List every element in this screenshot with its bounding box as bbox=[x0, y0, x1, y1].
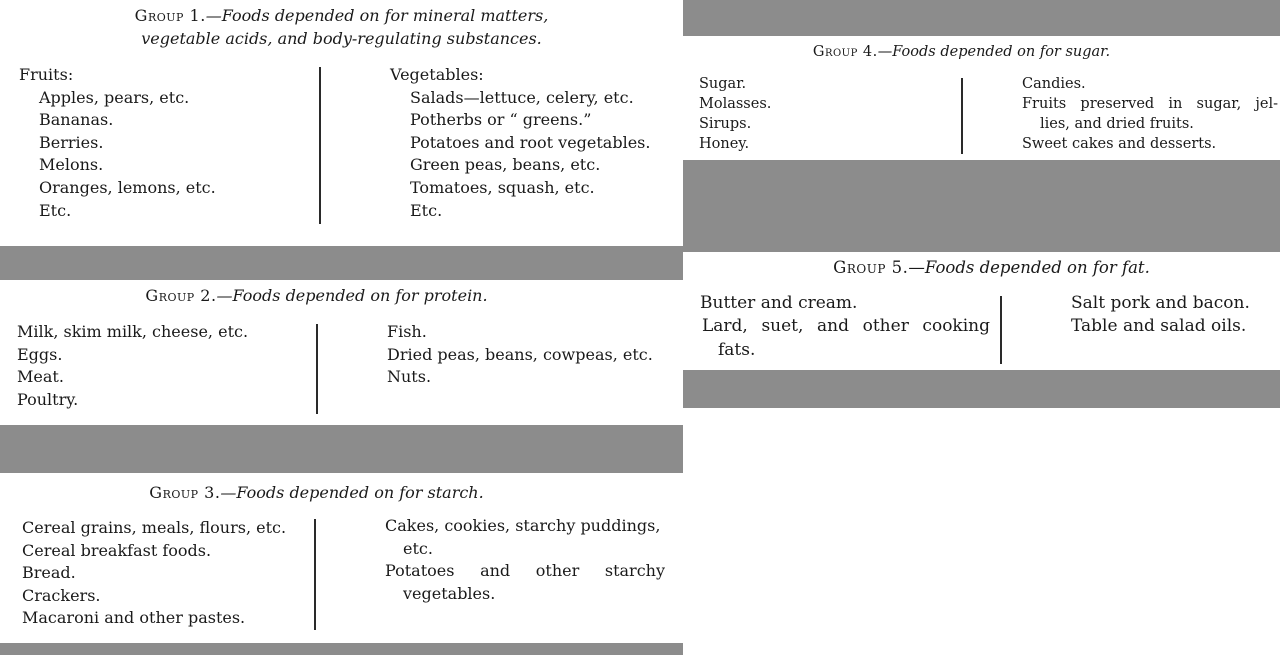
group-2-column-divider bbox=[316, 324, 318, 414]
list-item: Cereal breakfast foods. bbox=[22, 540, 212, 560]
list-item: Honey. bbox=[699, 136, 750, 152]
group-3-label: Group 3. bbox=[149, 483, 221, 502]
list-item: Tomatoes, squash, etc. bbox=[410, 177, 595, 197]
scan-background-left-1 bbox=[0, 246, 683, 280]
list-item: Candies. bbox=[1022, 76, 1086, 92]
scan-background-left-2 bbox=[0, 425, 683, 473]
group-1-right-column: Vegetables: Salads—lettuce, celery, etc.… bbox=[390, 64, 650, 222]
list-item: Potatoes and root vegetables. bbox=[410, 132, 651, 152]
list-item: lies, and dried fruits. bbox=[1040, 116, 1194, 132]
group-2-card: Group 2.—Foods depended on for protein. … bbox=[0, 280, 683, 425]
group-2-title: Group 2.—Foods depended on for protein. bbox=[0, 284, 683, 308]
list-item: Oranges, lemons, etc. bbox=[39, 177, 216, 197]
group-4-label: Group 4. bbox=[812, 44, 878, 60]
group-4-left-column: Sugar. Molasses. Sirups. Honey. bbox=[699, 74, 771, 154]
list-item: Table and salad oils. bbox=[1071, 316, 1247, 337]
list-item: Sirups. bbox=[699, 116, 752, 132]
group-5-title-text: —Foods depended on for fat. bbox=[908, 258, 1150, 277]
group-5-title: Group 5.—Foods depended on for fat. bbox=[683, 256, 1280, 280]
group-5-label: Group 5. bbox=[833, 258, 909, 277]
list-item: Berries. bbox=[39, 132, 104, 152]
list-item: Crackers. bbox=[22, 585, 101, 605]
list-item: Salads—lettuce, celery, etc. bbox=[410, 87, 634, 107]
list-item: Apples, pears, etc. bbox=[39, 87, 190, 107]
list-item: Macaroni and other pastes. bbox=[22, 608, 246, 628]
list-item: Cakes, cookies, starchy puddings, bbox=[385, 516, 661, 535]
group-5-left-column: Butter and cream. Lard, suet, and other … bbox=[700, 292, 990, 362]
list-item: Sweet cakes and desserts. bbox=[1022, 136, 1217, 152]
group-1-card: Group 1.—Foods depended on for mineral m… bbox=[0, 0, 683, 246]
group-3-right-column: Cakes, cookies, starchy puddings, etc. P… bbox=[385, 515, 665, 605]
group-4-card: Group 4.—Foods depended on for sugar. Su… bbox=[683, 36, 1280, 160]
group-1-title-line1: —Foods depended on for mineral matters, bbox=[205, 6, 549, 25]
group-2-left-column: Milk, skim milk, cheese, etc. Eggs. Meat… bbox=[17, 321, 248, 411]
scan-background-right-low bbox=[683, 370, 1280, 408]
scan-background-left-3 bbox=[0, 643, 683, 655]
group-4-right-column: Candies. Fruits preserved in sugar, jel-… bbox=[1022, 74, 1278, 154]
group-3-card: Group 3.—Foods depended on for starch. C… bbox=[0, 473, 683, 643]
group-1-label: Group 1. bbox=[134, 6, 206, 25]
list-item: Molasses. bbox=[699, 96, 772, 112]
scan-background-right-top bbox=[683, 0, 1280, 36]
list-item: Meat. bbox=[17, 367, 64, 387]
list-item: Potatoes and other starchy bbox=[385, 561, 665, 581]
list-item: fats. bbox=[718, 339, 756, 360]
list-item: Sugar. bbox=[699, 76, 747, 92]
group-1-left-heading: Fruits: bbox=[19, 65, 74, 84]
list-item: etc. bbox=[403, 538, 433, 558]
list-item: Eggs. bbox=[17, 344, 63, 364]
scan-background-right-mid bbox=[683, 160, 1280, 252]
list-item: Etc. bbox=[410, 200, 443, 220]
list-item: Fruits preserved in sugar, jel- bbox=[1022, 96, 1278, 112]
group-1-title: Group 1.—Foods depended on for mineral m… bbox=[0, 4, 683, 28]
list-item: Bread. bbox=[22, 563, 76, 583]
list-item: Dried peas, beans, cowpeas, etc. bbox=[387, 344, 653, 364]
list-item: Lard, suet, and other cooking bbox=[702, 316, 990, 337]
group-3-title-text: —Foods depended on for starch. bbox=[220, 483, 484, 502]
group-5-right-column: Salt pork and bacon. Table and salad oil… bbox=[1071, 292, 1250, 339]
group-5-column-divider bbox=[1000, 296, 1002, 364]
list-item: Melons. bbox=[39, 155, 104, 175]
group-1-title-line2: vegetable acids, and body-regulating sub… bbox=[141, 29, 542, 48]
list-item: Cereal grains, meals, flours, etc. bbox=[22, 518, 287, 537]
group-3-column-divider bbox=[314, 519, 316, 630]
list-item: Poultry. bbox=[17, 389, 79, 409]
list-item: Butter and cream. bbox=[700, 293, 858, 313]
group-5-card: Group 5.—Foods depended on for fat. Butt… bbox=[683, 252, 1280, 370]
list-item: Etc. bbox=[39, 200, 72, 220]
group-2-label: Group 2. bbox=[145, 286, 217, 305]
group-2-title-text: —Foods depended on for protein. bbox=[216, 286, 488, 305]
list-item: Potherbs or “ greens.” bbox=[410, 110, 592, 130]
list-item: Nuts. bbox=[387, 367, 432, 387]
group-4-title: Group 4.—Foods depended on for sugar. bbox=[683, 40, 1280, 64]
list-item: Milk, skim milk, cheese, etc. bbox=[17, 322, 249, 341]
group-3-left-column: Cereal grains, meals, flours, etc. Cerea… bbox=[22, 517, 286, 630]
group-1-left-column: Fruits: Apples, pears, etc. Bananas. Ber… bbox=[19, 64, 216, 222]
list-item: Salt pork and bacon. bbox=[1071, 293, 1250, 313]
list-item: Fish. bbox=[387, 322, 427, 341]
list-item: Green peas, beans, etc. bbox=[410, 155, 601, 175]
group-1-column-divider bbox=[319, 67, 321, 224]
group-2-right-column: Fish. Dried peas, beans, cowpeas, etc. N… bbox=[387, 321, 653, 389]
group-3-title: Group 3.—Foods depended on for starch. bbox=[0, 481, 683, 505]
group-1-right-heading: Vegetables: bbox=[390, 65, 484, 84]
list-item: vegetables. bbox=[403, 583, 496, 603]
group-4-column-divider bbox=[961, 78, 963, 154]
group-4-title-text: —Foods depended on for sugar. bbox=[877, 44, 1111, 60]
list-item: Bananas. bbox=[39, 110, 114, 130]
